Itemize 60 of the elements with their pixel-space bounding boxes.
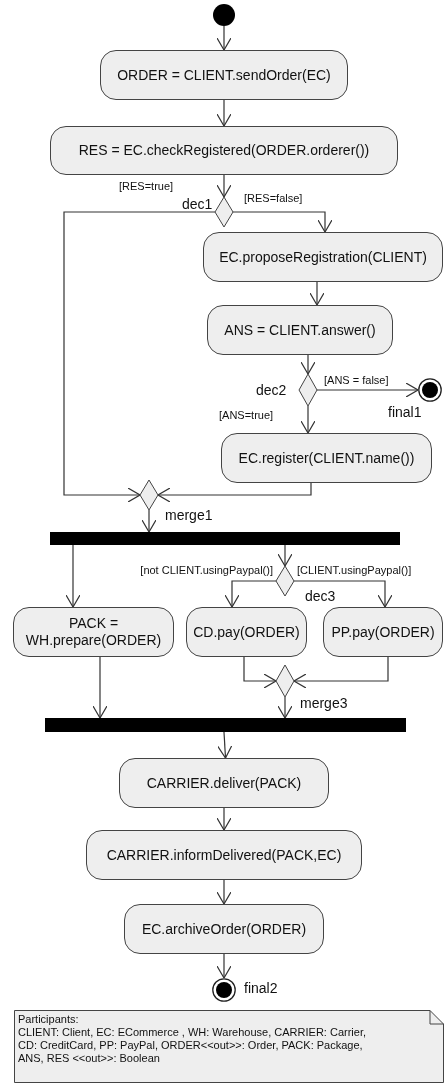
arrow xyxy=(216,174,232,198)
note-text: CLIENT: Client, EC: ECommerce , WH: Warehouse, CARRIER: Carrier, CD: CreditCard, PP: PayPal, ORDER<<out>>: Order, PACK: Package, ANS, RES <<out>>: Boolean xyxy=(18,1026,367,1065)
arrow xyxy=(216,807,232,831)
arrow xyxy=(293,656,389,689)
arrow xyxy=(293,580,393,608)
arrow xyxy=(216,25,232,51)
edge-label: [RES=true] xyxy=(118,180,175,193)
node-label: merge1 xyxy=(165,507,213,523)
arrow xyxy=(316,382,419,398)
arrow xyxy=(300,354,316,375)
node-label: dec2 xyxy=(256,382,287,398)
action-box: RES = EC.checkRegistered(ORDER.orderer()) xyxy=(50,126,398,175)
action-box: PP.pay(ORDER) xyxy=(323,607,443,657)
final-node xyxy=(212,978,236,1002)
action-box: PACK = WH.prepare(ORDER) xyxy=(13,607,174,657)
arrow xyxy=(141,509,157,533)
arrow xyxy=(300,405,316,434)
node-label: dec3 xyxy=(305,588,336,604)
arrow xyxy=(217,731,233,759)
action-box: EC.proposeRegistration(CLIENT) xyxy=(203,232,443,282)
decision-diamond xyxy=(215,197,233,227)
note-heading: Participants: xyxy=(18,1013,80,1026)
node-label: merge3 xyxy=(300,695,348,711)
action-box: EC.archiveOrder(ORDER) xyxy=(124,904,324,954)
node-label: final2 xyxy=(244,980,278,996)
action-box: CD.pay(ORDER) xyxy=(186,607,307,657)
node-label: final1 xyxy=(388,404,422,420)
node-label: dec1 xyxy=(182,196,213,212)
note xyxy=(14,1010,444,1083)
arrow xyxy=(216,953,232,979)
arrow xyxy=(63,211,216,503)
arrow xyxy=(65,544,81,608)
arrow xyxy=(157,482,312,503)
arrow xyxy=(243,656,277,689)
action-box: ANS = CLIENT.answer() xyxy=(207,305,393,355)
start-node xyxy=(213,4,235,26)
merge-diamond xyxy=(276,665,294,697)
action-box: CARRIER.deliver(PACK) xyxy=(119,758,329,808)
edge-label: [not CLIENT.usingPaypal()] xyxy=(139,564,274,577)
arrow xyxy=(224,580,277,608)
action-box: CARRIER.informDelivered(PACK,EC) xyxy=(86,830,362,880)
arrow xyxy=(92,656,108,719)
arrow xyxy=(232,211,333,233)
arrow xyxy=(216,99,232,127)
edge-label: [RES=false] xyxy=(243,192,304,205)
fork-bar xyxy=(50,532,400,545)
edge-label: [ANS=true] xyxy=(218,409,275,422)
decision-diamond xyxy=(299,374,317,406)
arrow xyxy=(216,879,232,905)
arrow xyxy=(277,544,293,567)
action-box: EC.register(CLIENT.name()) xyxy=(221,433,432,483)
arrow xyxy=(309,281,325,306)
final-node xyxy=(418,378,442,402)
action-box: ORDER = CLIENT.sendOrder(EC) xyxy=(100,50,348,100)
decision-diamond xyxy=(276,566,294,596)
arrow xyxy=(277,696,293,719)
edge-label: [ANS = false] xyxy=(323,374,390,387)
join-bar xyxy=(45,718,406,732)
edge-label: [CLIENT.usingPaypal()] xyxy=(296,564,413,577)
merge-diamond xyxy=(140,480,158,510)
